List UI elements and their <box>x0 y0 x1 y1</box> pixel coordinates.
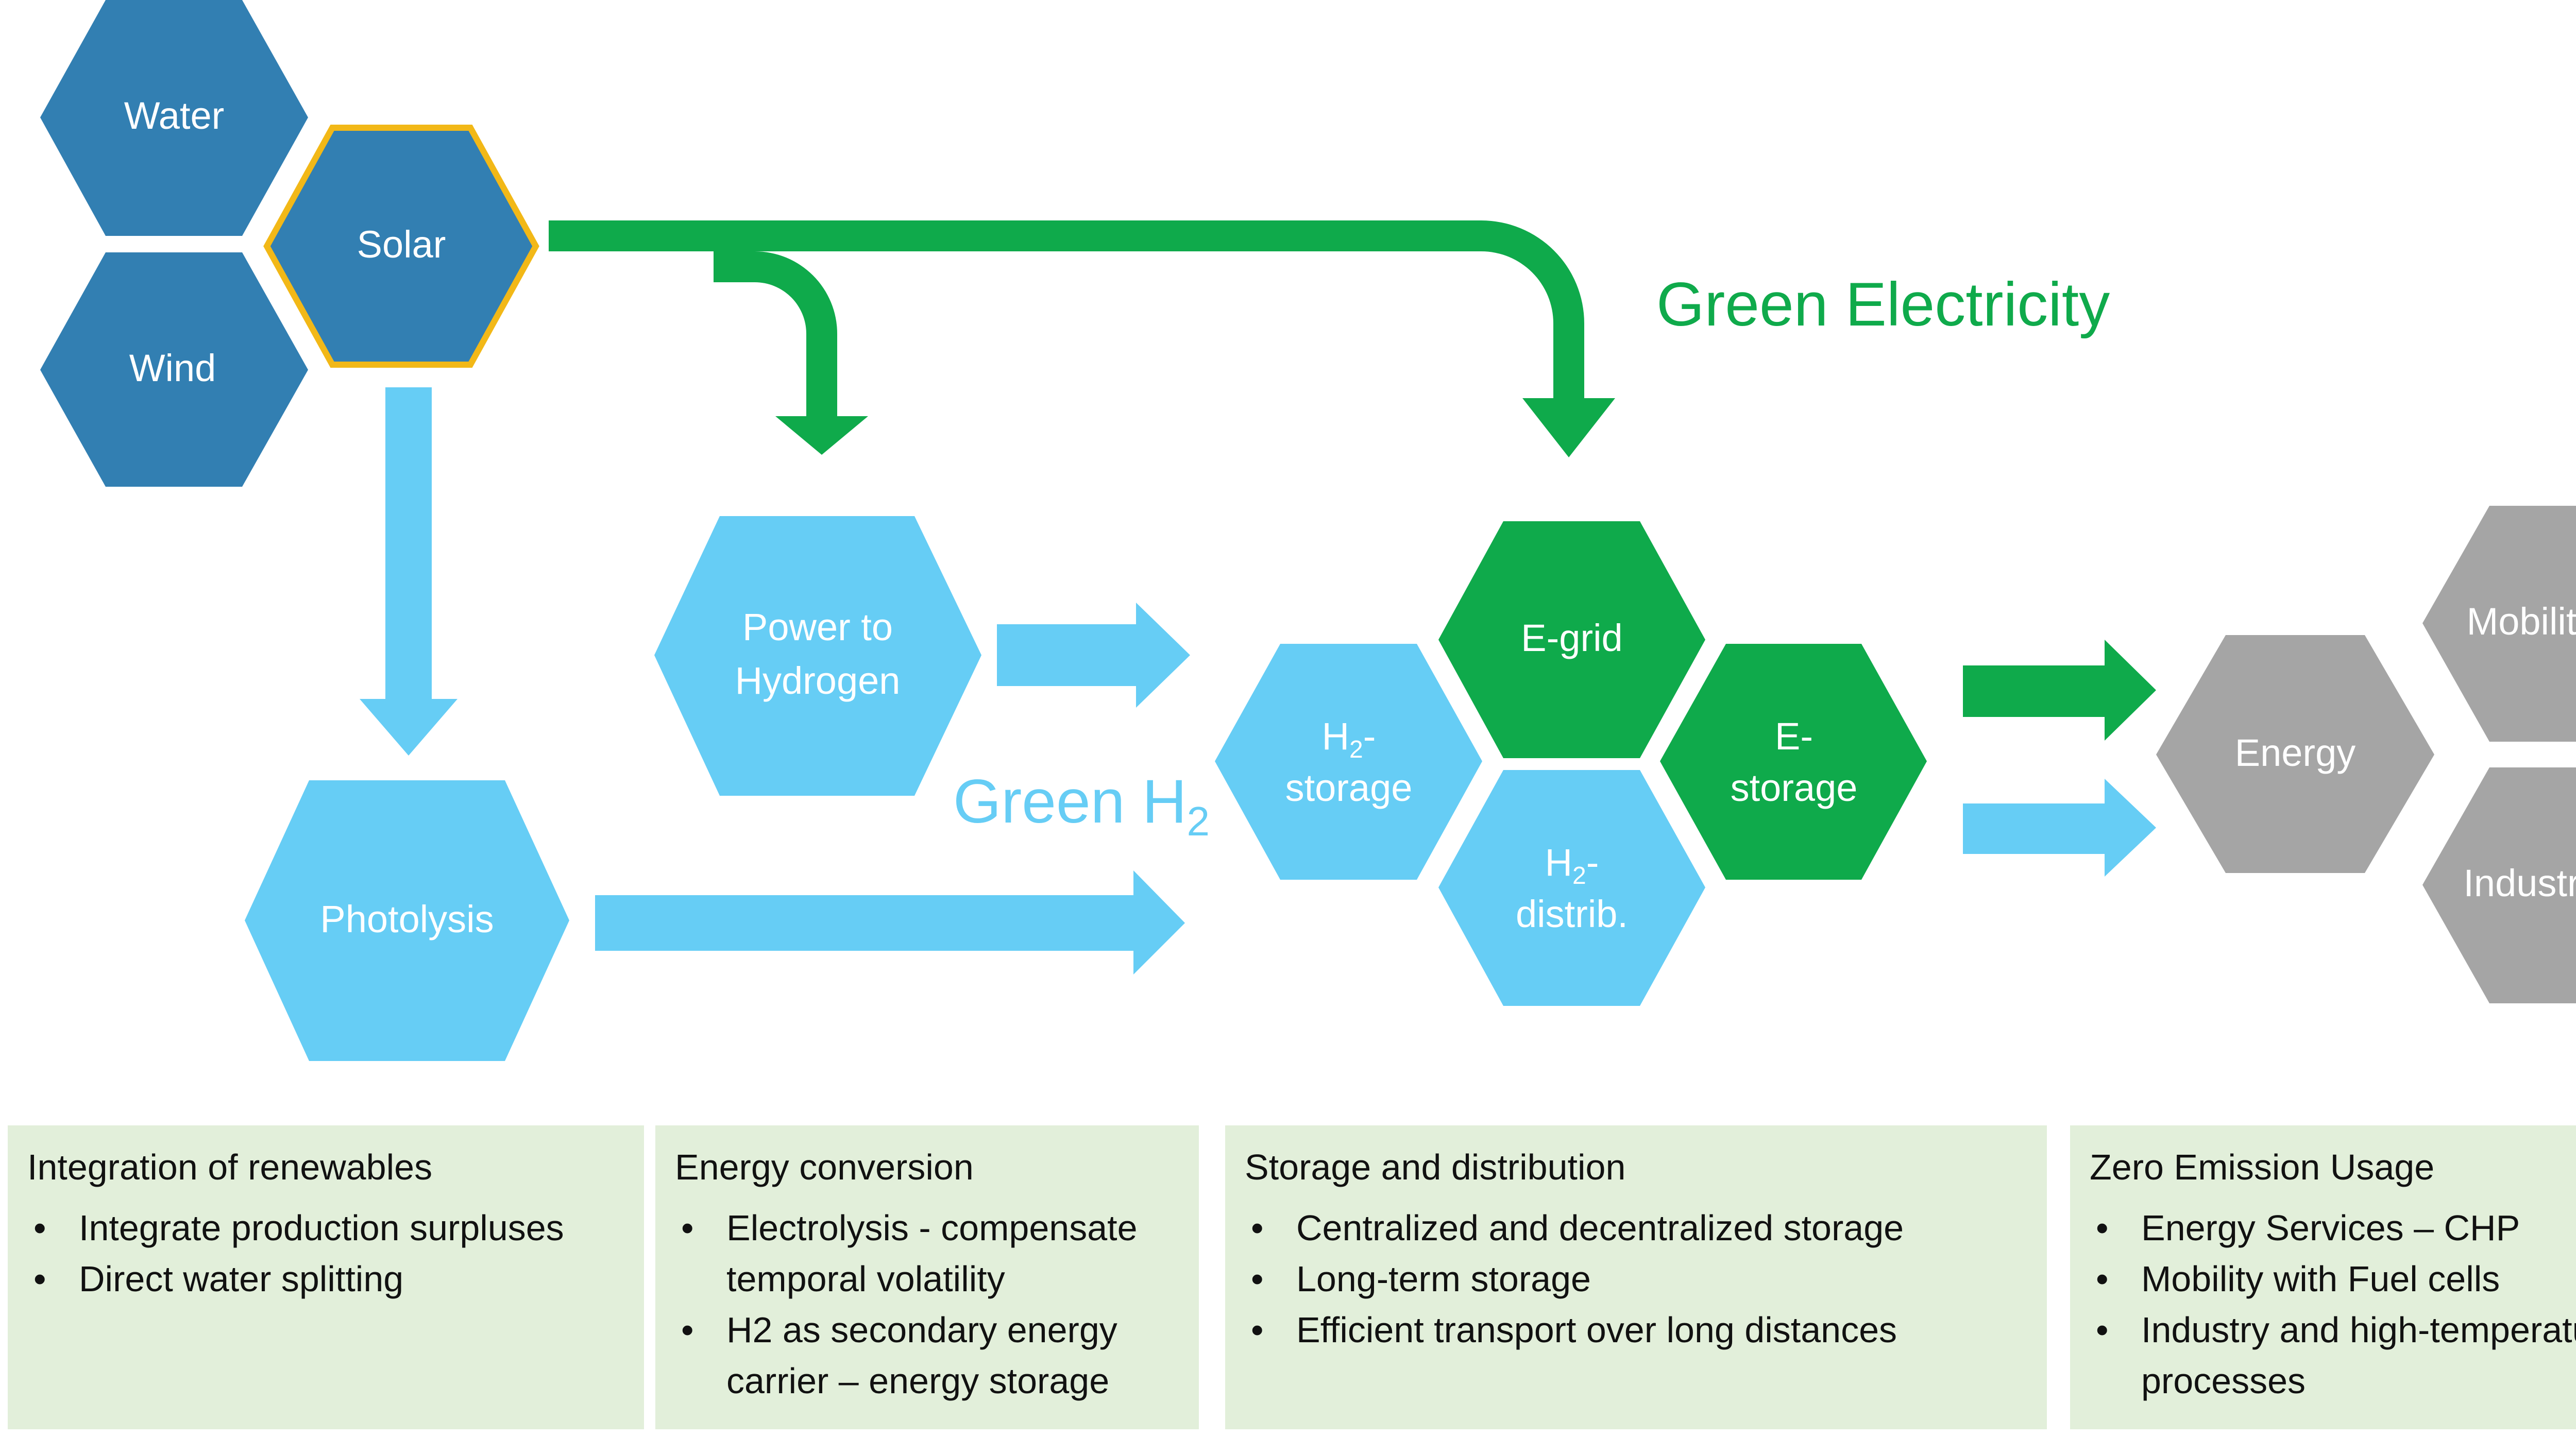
wind-hex: Wind <box>40 252 308 487</box>
h2-storage-line1: H2- <box>1322 715 1376 763</box>
panel-title: Integration of renewables <box>27 1147 433 1187</box>
industry-label: Industry <box>2463 862 2576 904</box>
panel-title: Zero Emission Usage <box>2090 1147 2435 1187</box>
list-item: H2 as secondary energy carrier – energy … <box>675 1305 1179 1407</box>
panel-title: Energy conversion <box>675 1147 974 1187</box>
list-item: Mobility with Fuel cells <box>2090 1254 2576 1305</box>
list-item: Electrolysis - compensate temporal volat… <box>675 1203 1179 1305</box>
panel-conversion: Energy conversion Electrolysis - compens… <box>655 1125 1199 1429</box>
photolysis-label: Photolysis <box>320 898 494 940</box>
list-item: Energy Services – CHP <box>2090 1203 2576 1254</box>
estorage-line2: storage <box>1731 766 1858 809</box>
h2-distrib-line2: distrib. <box>1516 893 1628 935</box>
panel-integration: Integration of renewables Integrate prod… <box>8 1125 644 1429</box>
egrid-label: E-grid <box>1521 617 1622 659</box>
green-electricity-label: Green Electricity <box>1656 270 2110 339</box>
power-to-hydrogen-hex: Power to Hydrogen <box>654 516 981 796</box>
panel-usage: Zero Emission Usage Energy Services – CH… <box>2070 1125 2576 1429</box>
photolysis-hex: Photolysis <box>245 780 569 1061</box>
estorage-line1: E- <box>1775 715 1813 758</box>
mobility-label: Mobility <box>2467 600 2576 643</box>
water-label: Water <box>124 94 225 137</box>
power-to-storage-arrow <box>997 603 1190 708</box>
h2-distrib-hex: H2- distrib. <box>1438 770 1705 1006</box>
estorage-hex: E- storage <box>1660 644 1927 880</box>
water-hex: Water <box>40 0 308 236</box>
h2-storage-hex: H2- storage <box>1215 644 1482 880</box>
list-item: Industry and high-temperature processes <box>2090 1305 2576 1407</box>
panel-storage: Storage and distribution Centralized and… <box>1225 1125 2047 1429</box>
list-item: Efficient transport over long distances <box>1245 1305 2027 1356</box>
h2-distrib-line1: H2- <box>1545 841 1599 889</box>
h2-storage-line2: storage <box>1285 766 1413 809</box>
power-to-hydrogen-line1: Power to <box>742 606 893 648</box>
panel-list: Energy Services – CHP Mobility with Fuel… <box>2090 1203 2576 1407</box>
list-item: Direct water splitting <box>27 1254 624 1305</box>
green-electricity-arrow <box>549 220 1615 457</box>
list-item: Centralized and decentralized storage <box>1245 1203 2027 1254</box>
list-item: Long-term storage <box>1245 1254 2027 1305</box>
energy-label: Energy <box>2235 731 2355 774</box>
storage-to-usage-green-arrow <box>1963 640 2156 741</box>
list-item: Integrate production surpluses <box>27 1203 624 1254</box>
green-h2-label: Green H2 <box>953 767 1210 844</box>
solar-to-photolysis-arrow <box>360 387 457 756</box>
storage-to-usage-blue-arrow <box>1963 779 2156 877</box>
panel-list: Electrolysis - compensate temporal volat… <box>675 1203 1179 1407</box>
flow-diagram: Water Wind Solar Power to Hydrogen Photo… <box>40 0 2576 1061</box>
photolysis-to-storage-arrow <box>595 870 1185 974</box>
panel-title: Storage and distribution <box>1245 1147 1626 1187</box>
solar-label: Solar <box>357 223 446 266</box>
panel-list: Integrate production surpluses Direct wa… <box>27 1203 624 1305</box>
solar-hex: Solar <box>263 125 539 368</box>
panel-list: Centralized and decentralized storage Lo… <box>1245 1203 2027 1356</box>
power-to-hydrogen-line2: Hydrogen <box>735 659 901 702</box>
industry-hex: Industry <box>2422 767 2576 1003</box>
mobility-hex: Mobility <box>2422 506 2576 742</box>
wind-label: Wind <box>129 347 216 389</box>
energy-hex: Energy <box>2156 635 2434 873</box>
egrid-hex: E-grid <box>1438 521 1705 758</box>
green-h2-arrows <box>360 387 2156 974</box>
